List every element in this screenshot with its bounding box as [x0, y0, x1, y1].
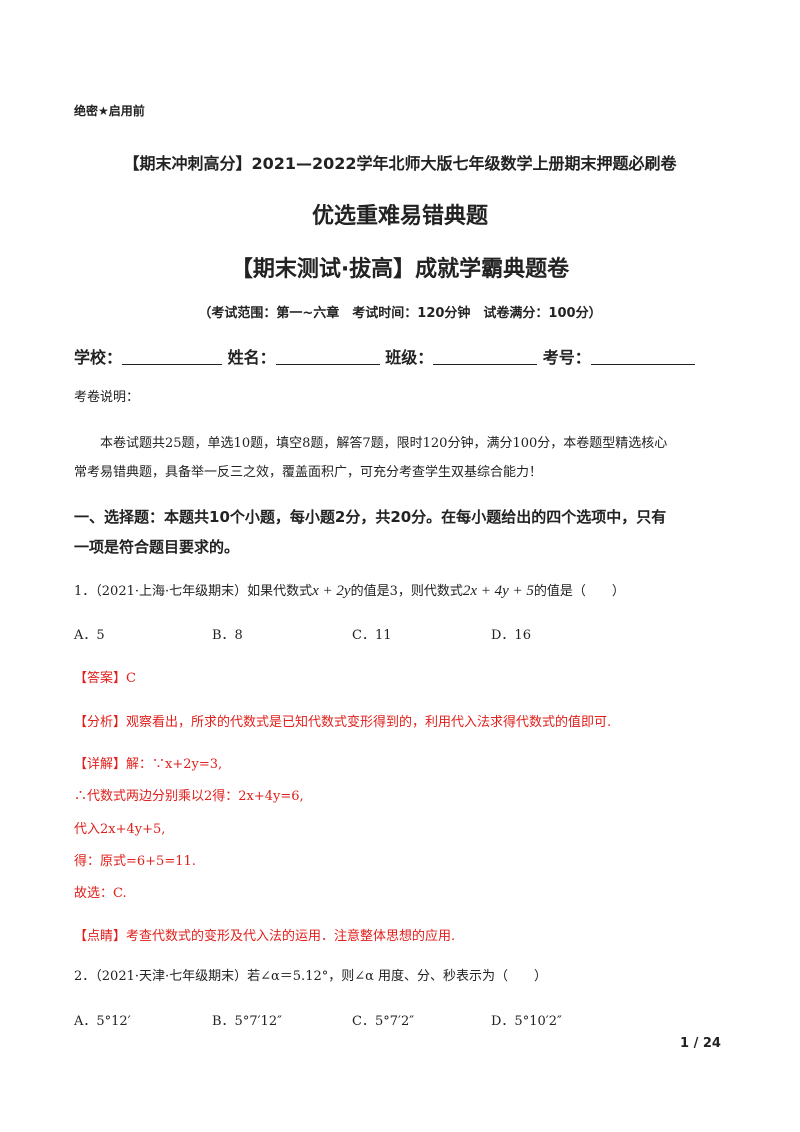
school-label: 学校：	[74, 348, 123, 367]
name-field[interactable]	[275, 348, 380, 365]
notes-line-1: 本卷试题共25题，单选10题，填空8题，解答7题，限时120分钟，满分100分，…	[100, 436, 668, 451]
q1-analysis: 【分析】观察看出，所求的代数式是已知代数式变形得到的，利用代入法求得代数式的值即…	[74, 715, 612, 730]
expression-1: x + 2y	[312, 583, 351, 599]
main-title: 【期末冲刺高分】2021—2022学年北师大版七年级数学上册期末押题必刷卷	[123, 154, 677, 173]
question-1-stem: 1．（2021·上海·七年级期末）如果代数式x + 2y的值是3，则代数式2x …	[74, 583, 625, 599]
notes-line-2: 常考易错典题，具备举一反三之效，覆盖面积广，可充分考查学生双基综合能力！	[74, 465, 543, 480]
exam-info: （考试范围：第一~六章 考试时间：120分钟 试卷满分：100分）	[198, 306, 602, 321]
student-info-row: 学校： 姓名： 班级： 考号：	[74, 344, 695, 368]
question-2-stem: 2．（2021·天津·七年级期末）若∠α＝5.12°，则∠α 用度、分、秒表示为…	[74, 969, 548, 984]
school-field[interactable]	[122, 348, 223, 365]
q1-detail-line-3: 代入2x+4y+5,	[74, 822, 166, 837]
class-field[interactable]	[433, 348, 538, 365]
number-label: 考号：	[542, 348, 591, 367]
q1-option-c: C．11	[352, 628, 392, 643]
q2-option-b: B．5°7′12″	[212, 1014, 282, 1029]
name-label: 姓名：	[227, 348, 276, 367]
paper-title: 【期末测试·拔高】成就学霸典题卷	[230, 257, 570, 282]
expression-2: 2x + 4y + 5	[462, 583, 534, 599]
page-number: 1 / 24	[680, 1036, 721, 1051]
q1-option-b: B．8	[212, 628, 243, 643]
q1-option-d: D．16	[491, 628, 531, 643]
class-label: 班级：	[385, 348, 434, 367]
q1-detail-line-4: 得：原式=6+5=11.	[74, 854, 196, 869]
subtitle: 优选重难易错典题	[311, 204, 488, 229]
number-field[interactable]	[590, 348, 695, 365]
q2-option-c: C．5°7′2″	[352, 1014, 415, 1029]
q2-option-d: D．5°10′2″	[491, 1014, 562, 1029]
q1-detail-line-5: 故选：C.	[74, 886, 127, 901]
q2-option-a: A．5°12′	[74, 1014, 131, 1029]
q1-comment: 【点睛】考查代数式的变形及代入法的运用．注意整体思想的应用.	[74, 929, 456, 944]
secret-label: 绝密★启用前	[74, 104, 145, 118]
q1-answer: 【答案】C	[74, 671, 136, 686]
q1-option-a: A．5	[74, 628, 105, 643]
q1-detail-line-2: ∴代数式两边分别乘以2得：2x+4y=6,	[74, 789, 304, 804]
q1-detail: 【详解】解：∵x+2y=3,	[74, 757, 223, 772]
section-heading-line-1: 一、选择题：本题共10个小题，每小题2分，共20分。在每小题给出的四个选项中，只…	[74, 508, 667, 526]
section-heading-line-2: 一项是符合题目要求的。	[74, 538, 240, 556]
notes-label: 考卷说明：	[74, 390, 140, 405]
